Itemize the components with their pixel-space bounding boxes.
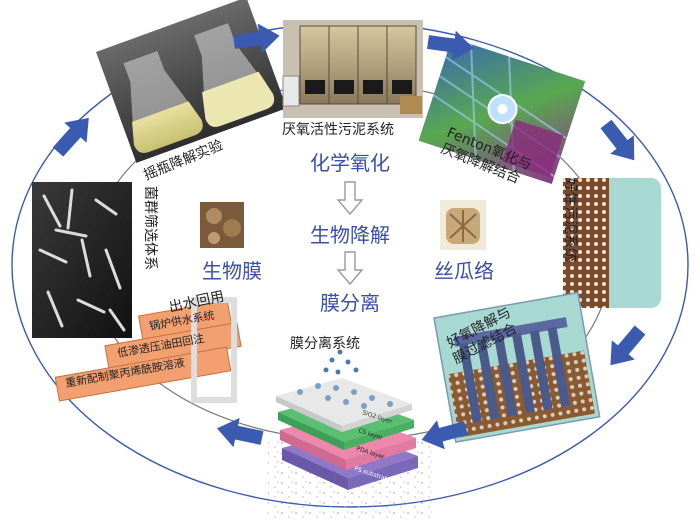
center-step-3: 膜分离 (320, 291, 380, 315)
arrow-mbr-to-membrane (421, 420, 468, 450)
arrow-sem-to-flask (52, 117, 89, 157)
reuse-box-3 (54, 346, 232, 402)
mbr-image (433, 291, 601, 443)
biofilm-image (200, 202, 244, 248)
arrow-down-1 (336, 181, 364, 216)
label-biofilm: 生物膜 (202, 259, 262, 283)
center-step-2: 生物降解 (310, 223, 390, 247)
aerobic-sludge-panel (563, 178, 661, 308)
flow-arrows (52, 23, 646, 450)
anaerobic-tank-image (282, 20, 423, 118)
reuse-list (54, 297, 242, 403)
label-loofah: 丝瓜络 (434, 259, 494, 283)
arrow-flask-to-tank (233, 23, 280, 54)
label-anaerobic: 厌氧活性污泥系统 (282, 122, 394, 138)
arrow-membrane-to-reuse (217, 417, 264, 448)
arrow-down-2 (336, 251, 364, 286)
arrow-sludge-to-mbr (610, 325, 646, 366)
fenton-image (418, 38, 586, 184)
arrow-fenton-to-sludge (600, 119, 635, 161)
label-strain-screening: 菌群筛选体系 (142, 186, 158, 270)
center-step-1: 化学氧化 (310, 151, 390, 175)
label-aerobic-sludge: 好性污泥系统 (562, 178, 578, 262)
arrow-tank-to-fenton (427, 30, 474, 61)
label-membrane-system: 膜分离系统 (290, 335, 360, 352)
membrane-stack (268, 349, 432, 520)
loofah-image (440, 200, 486, 250)
sem-image (32, 182, 132, 338)
center-flow-arrows (336, 181, 364, 286)
